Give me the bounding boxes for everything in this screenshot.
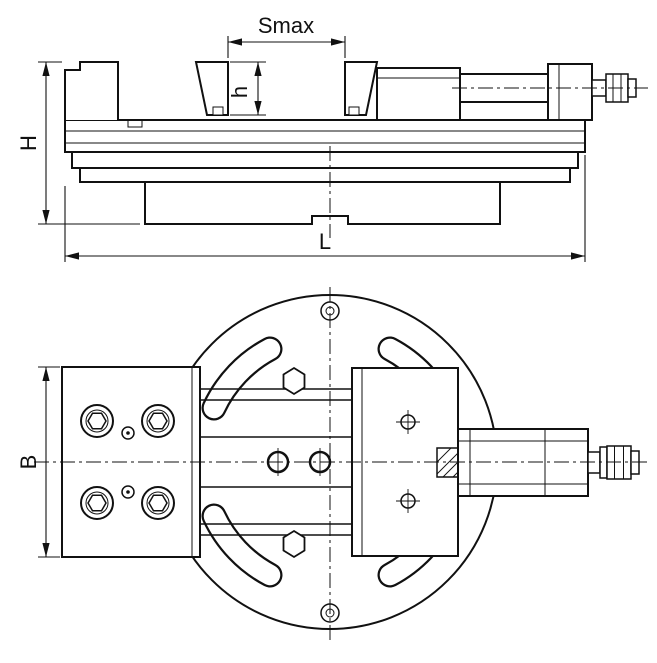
left-jaw-screw <box>212 106 224 116</box>
movable-jaw-carrier <box>376 67 461 121</box>
left-jaw-insert <box>194 61 229 116</box>
width-label: B <box>16 455 41 470</box>
smax-label: Smax <box>258 13 314 38</box>
dimension-smax: Smax <box>227 13 346 58</box>
length-label: L <box>319 229 331 254</box>
right-jaw-screw <box>348 106 360 116</box>
alignment-pins <box>121 426 135 499</box>
clamp-hex-bolt-bottom <box>282 529 306 559</box>
swivel-plate-lower <box>79 167 571 183</box>
movable-jaw-pin-holes <box>396 410 420 513</box>
clamp-hex-bolt-top <box>282 366 306 396</box>
dimension-length: L <box>64 155 586 262</box>
end-bracket <box>547 63 593 121</box>
side-view: Smax h H L <box>16 13 648 262</box>
screw-housing-lines <box>458 429 588 496</box>
bed-top-notch <box>127 120 143 128</box>
dimension-h: h <box>227 61 266 116</box>
bed-detail-lines <box>65 130 585 144</box>
slide-way-lines <box>200 388 352 536</box>
dimension-width: B <box>16 366 60 558</box>
dimension-height: H <box>16 61 140 225</box>
height-label: H <box>16 135 41 151</box>
h-label: h <box>227 86 252 98</box>
right-jaw-insert <box>344 61 379 116</box>
base-plate <box>144 181 501 225</box>
swivel-plate-upper <box>71 151 579 169</box>
plan-view: B <box>16 287 650 640</box>
bed-body <box>64 119 586 153</box>
fixed-jaw-column <box>64 61 119 120</box>
